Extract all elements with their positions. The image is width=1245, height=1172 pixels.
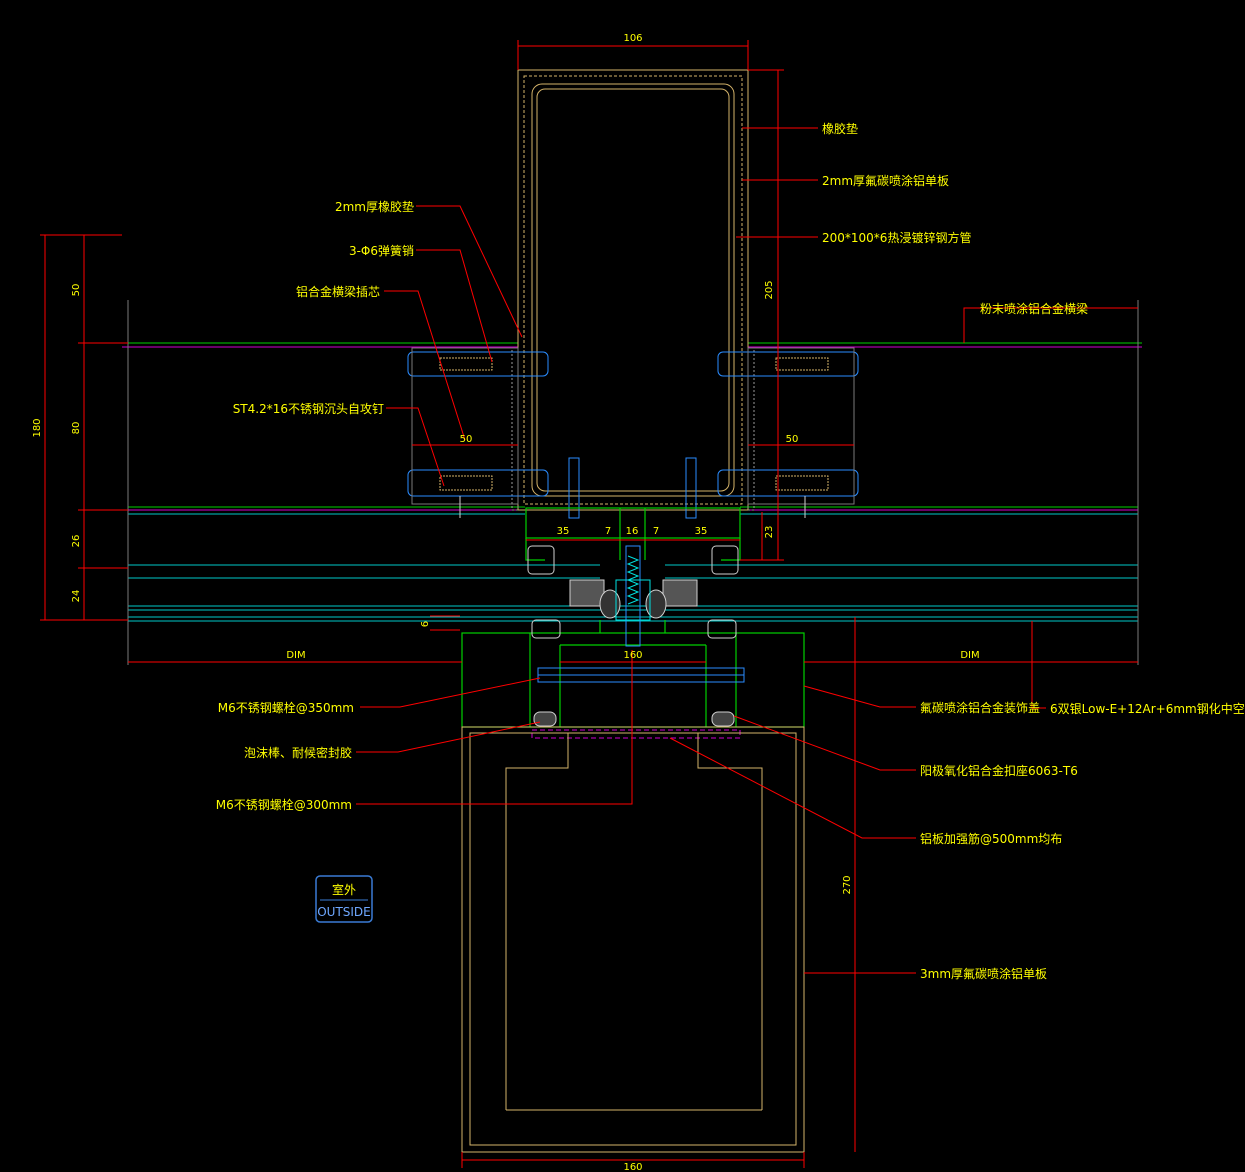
dim-seg-16: 16 xyxy=(626,526,639,537)
badge-line2: OUTSIDE xyxy=(317,905,371,919)
dim-seg-35-left: 35 xyxy=(557,526,570,537)
dimension-lines xyxy=(40,40,1138,1168)
label-al-profile: 阳极氧化铝合金扣座6063-T6 xyxy=(920,763,1078,778)
label-al-panel-2mm: 2mm厚氟碳喷涂铝单板 xyxy=(822,173,949,188)
leader-lines xyxy=(356,127,1138,974)
label-spring-pin: 3-Φ6弹簧销 xyxy=(349,243,414,258)
dim-bottom-160: 160 xyxy=(623,1162,642,1172)
dim-left-50: 50 xyxy=(71,284,82,297)
label-pad-2mm: 2mm厚橡胶垫 xyxy=(335,199,414,214)
dim-span-50-left: 50 xyxy=(460,434,473,445)
dim-height-270: 270 xyxy=(842,875,853,894)
label-rubber-pad: 橡胶垫 xyxy=(822,121,858,136)
dim-top-width: 106 xyxy=(623,33,642,44)
label-spacer: 铝板加强筋@500mm均布 xyxy=(920,831,1062,846)
dim-right-23: 23 xyxy=(764,526,775,539)
dim-seg-7-right: 7 xyxy=(653,526,659,537)
dim-left-26: 26 xyxy=(71,535,82,548)
dim-height-205: 205 xyxy=(764,280,775,299)
dim-right-dim: DIM xyxy=(960,650,979,661)
label-al-panel-3mm: 3mm厚氟碳喷涂铝单板 xyxy=(920,966,1047,981)
label-cover-cap: 氟碳喷涂铝合金装饰盖 xyxy=(920,700,1040,715)
label-glass: 6双银Low-E+12Ar+6mm钢化中空玻璃 xyxy=(1050,701,1245,716)
label-screw: ST4.2*16不锈钢沉头自攻钉 xyxy=(233,402,384,416)
dim-left-24: 24 xyxy=(71,590,82,603)
dim-seg-7-left: 7 xyxy=(605,526,611,537)
label-al-connector: 铝合金横梁插芯 xyxy=(296,284,380,299)
transom-bolts xyxy=(407,347,859,519)
center-screw xyxy=(615,545,651,647)
m6-bolt xyxy=(537,667,745,683)
dim-left-dim: DIM xyxy=(286,650,305,661)
horizontal-layers xyxy=(122,300,1142,665)
label-foam-seal: 泡沫棒、耐候密封胶 xyxy=(244,745,352,760)
dim-left-6: 6 xyxy=(420,621,431,627)
spacer-dashed xyxy=(531,729,741,739)
label-bolt-350: M6不锈钢螺栓@350mm xyxy=(218,700,354,715)
outside-badge: 室外 OUTSIDE xyxy=(315,875,373,923)
dim-left-80: 80 xyxy=(71,422,82,435)
steel-tube xyxy=(511,69,755,511)
dim-seg-35-right: 35 xyxy=(695,526,708,537)
dim-left-total: 180 xyxy=(32,418,43,437)
label-finish-beam: 粉末喷涂铝合金横梁 xyxy=(980,301,1088,316)
dim-span-50-right: 50 xyxy=(786,434,799,445)
badge-line1: 室外 xyxy=(332,882,356,897)
label-bolt-300: M6不锈钢螺栓@300mm xyxy=(216,797,352,812)
label-steel-tube: 200*100*6热浸镀锌钢方管 xyxy=(822,230,971,245)
gaskets xyxy=(527,545,739,727)
bottom-aluminum-panel xyxy=(461,726,805,1153)
dim-center-160: 160 xyxy=(623,650,642,661)
